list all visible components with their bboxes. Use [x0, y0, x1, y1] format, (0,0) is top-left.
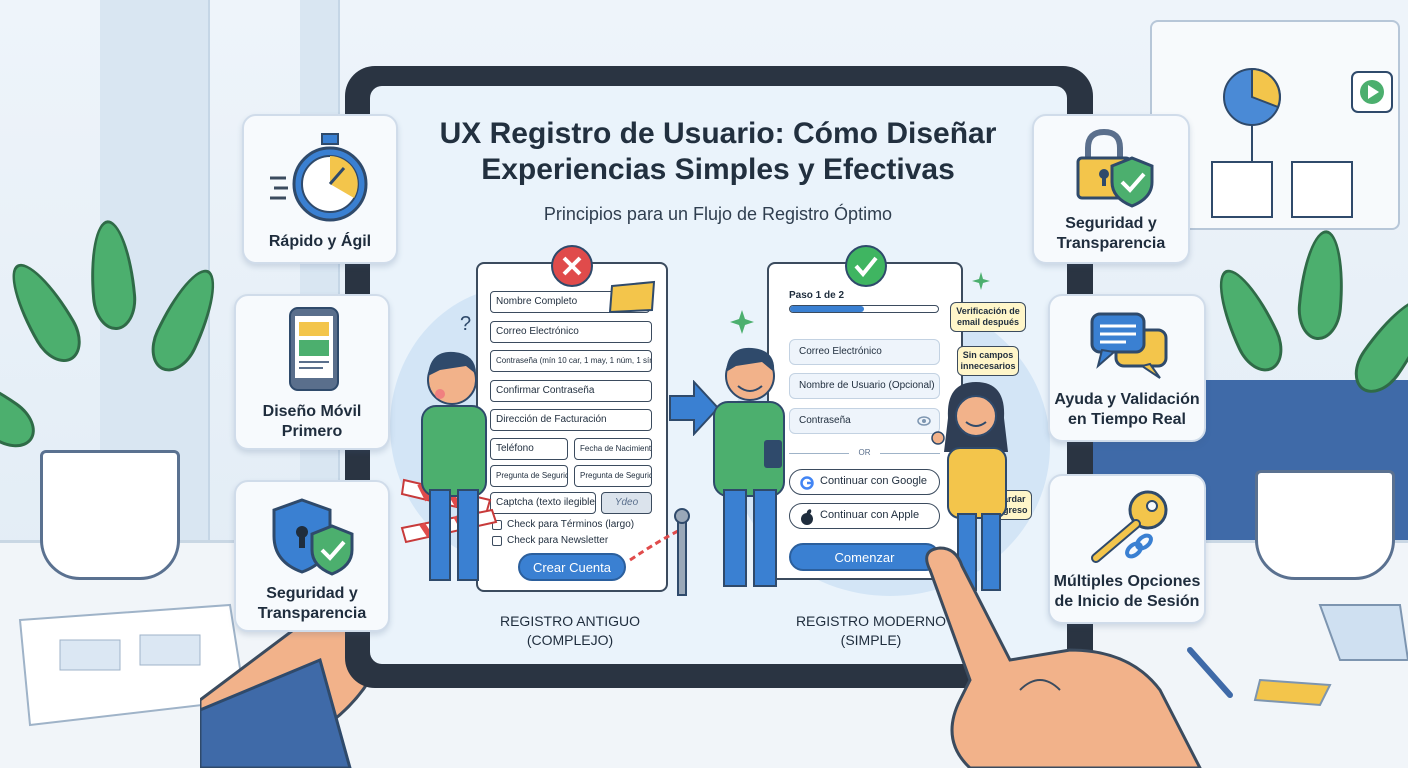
old-field-pregunta-3[interactable]: Pregunta de Seguridad 3: [574, 465, 652, 487]
card-label-line-1: Seguridad y: [1065, 215, 1157, 232]
sticky-note-icon: [608, 280, 656, 314]
card-rapido-agil: Rápido y Ágil: [242, 114, 398, 264]
progress-fill: [790, 306, 864, 312]
sparkle-icon: [972, 272, 990, 290]
divider-line: [789, 453, 849, 454]
google-login-button[interactable]: Continuar con Google: [789, 469, 940, 495]
smartphone-icon: [289, 307, 339, 391]
old-check-terminos[interactable]: Check para Términos (largo): [492, 519, 634, 530]
captcha-image: Ydeo: [601, 492, 652, 514]
card-label-line-2: de Inicio de Sesión: [1054, 593, 1200, 610]
step-indicator: Paso 1 de 2: [789, 290, 845, 301]
card-label: Ayuda y Validación en Tiempo Real: [1050, 390, 1204, 430]
card-label: Seguridad y Transparencia: [236, 584, 388, 624]
apple-login-button[interactable]: Continuar con Apple: [789, 503, 940, 529]
divider-line: [880, 453, 940, 454]
stopwatch-icon: [270, 133, 368, 222]
old-field-captcha[interactable]: Captcha (texto ilegible): [490, 492, 596, 514]
happy-man-illustration: [713, 347, 785, 587]
shield-lock-icon: [272, 498, 354, 576]
chart-board-graphic: [1211, 67, 1393, 218]
modern-form-caption: REGISTRO MODERNO (SIMPLE): [771, 612, 971, 650]
card-ayuda-validacion: Ayuda y Validación en Tiempo Real: [1048, 294, 1206, 442]
svg-text:?: ?: [460, 313, 471, 335]
title-line-1: UX Registro de Usuario: Cómo Diseñar: [439, 117, 997, 150]
card-label-line-1: Seguridad y: [266, 585, 358, 602]
modern-field-correo[interactable]: Correo Electrónico: [789, 339, 940, 365]
old-form-caption: REGISTRO ANTIGUO (COMPLEJO): [470, 612, 670, 650]
google-login-label: Continuar con Google: [820, 475, 928, 487]
old-field-pregunta-1[interactable]: Pregunta de Seguridad 1: [490, 465, 568, 487]
card-seguridad-left: Seguridad y Transparencia: [234, 480, 390, 632]
checkbox-icon[interactable]: [492, 535, 502, 546]
title-line-2: Experiencias Simples y Efectivas: [481, 153, 955, 186]
bubble-verificacion: Verificación de email después: [950, 302, 1026, 332]
caption-line-2: (SIMPLE): [840, 632, 902, 648]
caption-line-1: REGISTRO MODERNO: [795, 613, 947, 629]
page-subtitle: Principios para un Flujo de Registro Ópt…: [543, 204, 893, 224]
plant-pot: [1255, 470, 1395, 580]
plant-pot: [40, 450, 180, 580]
card-label-line-2: Primero: [281, 423, 343, 440]
arrow-right-icon: [669, 380, 720, 436]
pointing-hand: [925, 546, 1202, 768]
modern-field-usuario[interactable]: Nombre de Usuario (Opcional): [789, 373, 940, 399]
modern-field-contrasena[interactable]: Contraseña: [789, 408, 940, 434]
success-check-icon: [845, 245, 887, 287]
card-diseno-movil: Diseño Móvil Primero: [234, 294, 390, 450]
old-field-telefono[interactable]: Teléfono: [490, 438, 568, 460]
old-field-correo[interactable]: Correo Electrónico: [490, 321, 652, 343]
or-label: OR: [858, 448, 871, 457]
old-field-confirmar[interactable]: Confirmar Contraseña: [490, 380, 652, 402]
bubble-sin-campos: Sin campos innecesarios: [957, 346, 1019, 376]
card-label-line-2: en Tiempo Real: [1068, 411, 1186, 428]
desk-papers: [18, 603, 247, 727]
field-label: Contraseña: [799, 415, 851, 426]
check-label: Check para Términos (largo): [507, 519, 635, 530]
background-chart-board: [1150, 20, 1400, 230]
apple-icon: [801, 509, 813, 525]
window-frame: [300, 0, 340, 560]
card-label-line-1: Ayuda y Validación: [1054, 391, 1200, 408]
card-label-line-1: Diseño Móvil: [262, 403, 362, 420]
or-divider: OR: [789, 446, 940, 460]
crear-cuenta-button[interactable]: Crear Cuenta: [518, 553, 626, 581]
google-icon: [800, 476, 814, 490]
eye-icon[interactable]: [917, 416, 931, 426]
page-title: UX Registro de Usuario: Cómo Diseñar Exp…: [398, 116, 1038, 188]
sparkle-icon: [730, 310, 754, 334]
old-field-nacimiento[interactable]: Fecha de Nacimiento: [574, 438, 652, 460]
old-field-contrasena[interactable]: Contraseña (mín 10 car, 1 may, 1 núm, 1 …: [490, 350, 652, 372]
card-label-line-2: Transparencia: [1056, 235, 1166, 252]
chat-bubbles-icon: [1090, 312, 1168, 379]
card-label: Múltiples Opciones de Inicio de Sesión: [1050, 572, 1204, 612]
confused-man-illustration: ?: [421, 313, 487, 581]
caption-line-2: (COMPLEJO): [526, 632, 614, 648]
caption-line-1: REGISTRO ANTIGUO: [499, 613, 640, 629]
card-multiples-opciones: Múltiples Opciones de Inicio de Sesión: [1048, 474, 1206, 624]
card-label: Rápido y Ágil: [268, 233, 372, 250]
progress-bar: [789, 305, 939, 313]
checkbox-icon[interactable]: [492, 519, 502, 530]
card-label-line-1: Múltiples Opciones: [1053, 573, 1201, 590]
comenzar-button[interactable]: Comenzar: [789, 543, 940, 571]
padlock-shield-icon: [1076, 128, 1154, 208]
card-label: Diseño Móvil Primero: [236, 402, 388, 442]
card-seguridad-right: Seguridad y Transparencia: [1032, 114, 1190, 264]
error-x-icon: [551, 245, 593, 287]
key-chain-icon: [1091, 490, 1168, 563]
check-label: Check para Newsletter: [507, 535, 609, 546]
desk-notes: [1187, 604, 1408, 707]
card-label-line-2: Transparencia: [257, 605, 367, 622]
card-label: Seguridad y Transparencia: [1034, 214, 1188, 254]
apple-login-label: Continuar con Apple: [820, 509, 920, 521]
old-check-newsletter[interactable]: Check para Newsletter: [492, 535, 608, 546]
old-field-direccion[interactable]: Dirección de Facturación: [490, 409, 652, 431]
